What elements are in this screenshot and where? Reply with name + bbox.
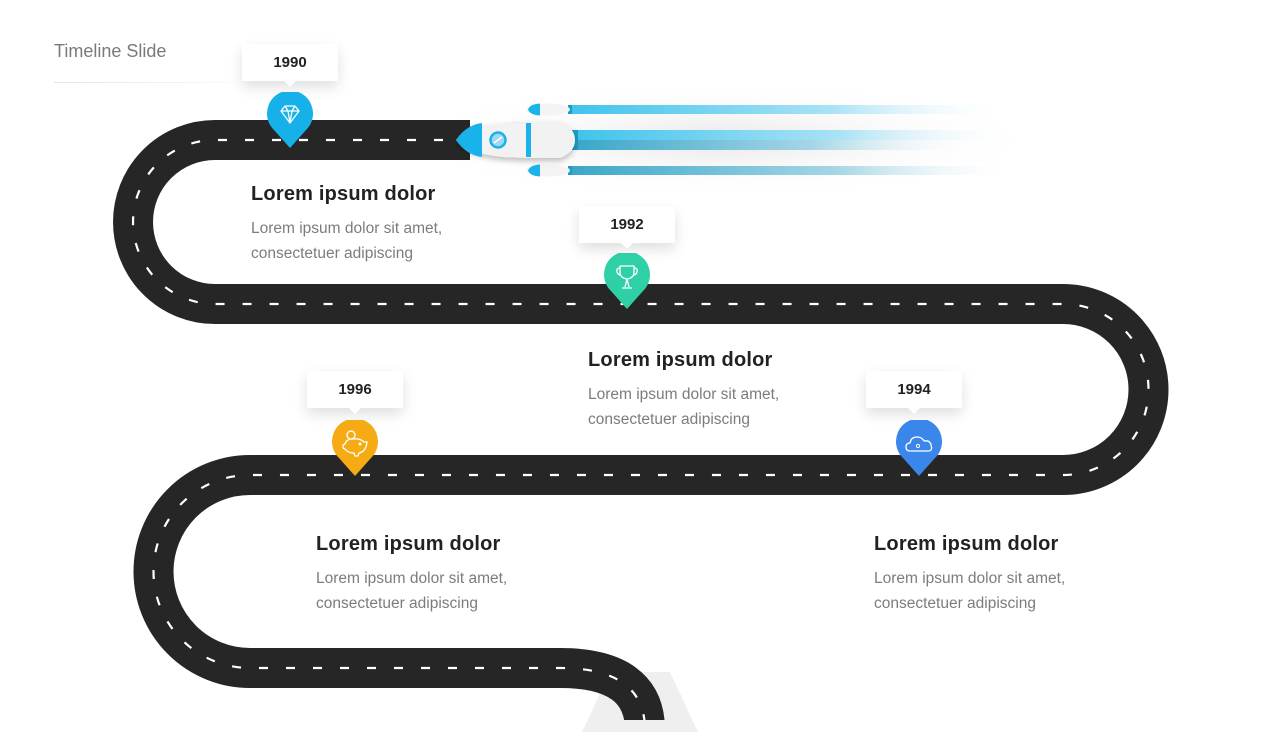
title-divider xyxy=(54,82,254,83)
milestone-heading: Lorem ipsum dolor xyxy=(588,349,773,371)
year-text: 1996 xyxy=(338,381,372,398)
description-line: Lorem ipsum dolor sit amet, xyxy=(316,570,508,587)
milestone-heading: Lorem ipsum dolor xyxy=(874,533,1059,555)
piggy-bank-icon xyxy=(332,420,378,476)
year-label-1990: 1990 xyxy=(242,44,338,87)
description-line: consectetuer adipiscing xyxy=(251,245,413,262)
milestone-description: Lorem ipsum dolor sit amet, consectetuer… xyxy=(588,382,848,432)
cloud-icon xyxy=(896,420,942,476)
milestone-card-1996: Lorem ipsum dolor Lorem ipsum dolor sit … xyxy=(316,533,576,616)
trophy-icon xyxy=(604,253,650,309)
milestone-heading: Lorem ipsum dolor xyxy=(316,533,501,555)
year-text: 1994 xyxy=(897,381,931,398)
milestone-description: Lorem ipsum dolor sit amet, consectetuer… xyxy=(316,566,576,616)
description-line: consectetuer adipiscing xyxy=(316,595,478,612)
milestone-card-1994: Lorem ipsum dolor Lorem ipsum dolor sit … xyxy=(874,533,1134,616)
description-line: Lorem ipsum dolor sit amet, xyxy=(588,386,780,403)
milestone-card-1990: Lorem ipsum dolor Lorem ipsum dolor sit … xyxy=(251,183,511,266)
milestone-heading: Lorem ipsum dolor xyxy=(251,183,436,205)
milestone-description: Lorem ipsum dolor sit amet, consectetuer… xyxy=(874,566,1134,616)
year-label-1996: 1996 xyxy=(307,371,403,414)
year-label-1992: 1992 xyxy=(579,206,675,249)
description-line: Lorem ipsum dolor sit amet, xyxy=(251,220,443,237)
year-text: 1992 xyxy=(610,216,644,233)
rocket-icon xyxy=(456,103,575,177)
description-line: consectetuer adipiscing xyxy=(874,595,1036,612)
description-line: Lorem ipsum dolor sit amet, xyxy=(874,570,1066,587)
slide-title: Timeline Slide xyxy=(54,41,167,61)
description-line: consectetuer adipiscing xyxy=(588,411,750,428)
milestone-card-1992: Lorem ipsum dolor Lorem ipsum dolor sit … xyxy=(588,349,848,432)
year-label-1994: 1994 xyxy=(866,371,962,414)
year-text: 1990 xyxy=(273,54,307,71)
diamond-icon xyxy=(267,92,313,148)
milestone-description: Lorem ipsum dolor sit amet, consectetuer… xyxy=(251,216,511,266)
